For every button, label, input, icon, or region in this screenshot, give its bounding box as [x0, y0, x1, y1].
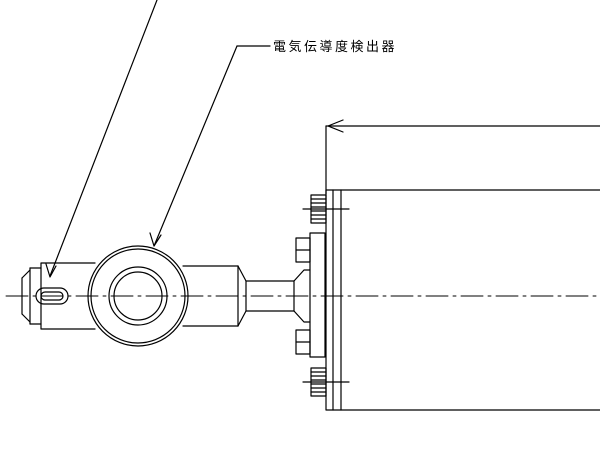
- main-plate: [325, 189, 342, 411]
- detector-body: [87, 245, 189, 347]
- bolt-lower: [302, 367, 350, 397]
- bolt-upper: [302, 194, 350, 224]
- vessel-body: [340, 189, 600, 411]
- detector-label: 電気伝導度検出器: [273, 39, 397, 55]
- mounting-flange: [295, 232, 326, 358]
- dimension-line: [325, 119, 600, 195]
- shaft: [21, 262, 96, 330]
- leader-line-detector: [149, 45, 271, 247]
- leader-line-shaft: [45, 0, 158, 278]
- reducer-neck: [182, 265, 311, 327]
